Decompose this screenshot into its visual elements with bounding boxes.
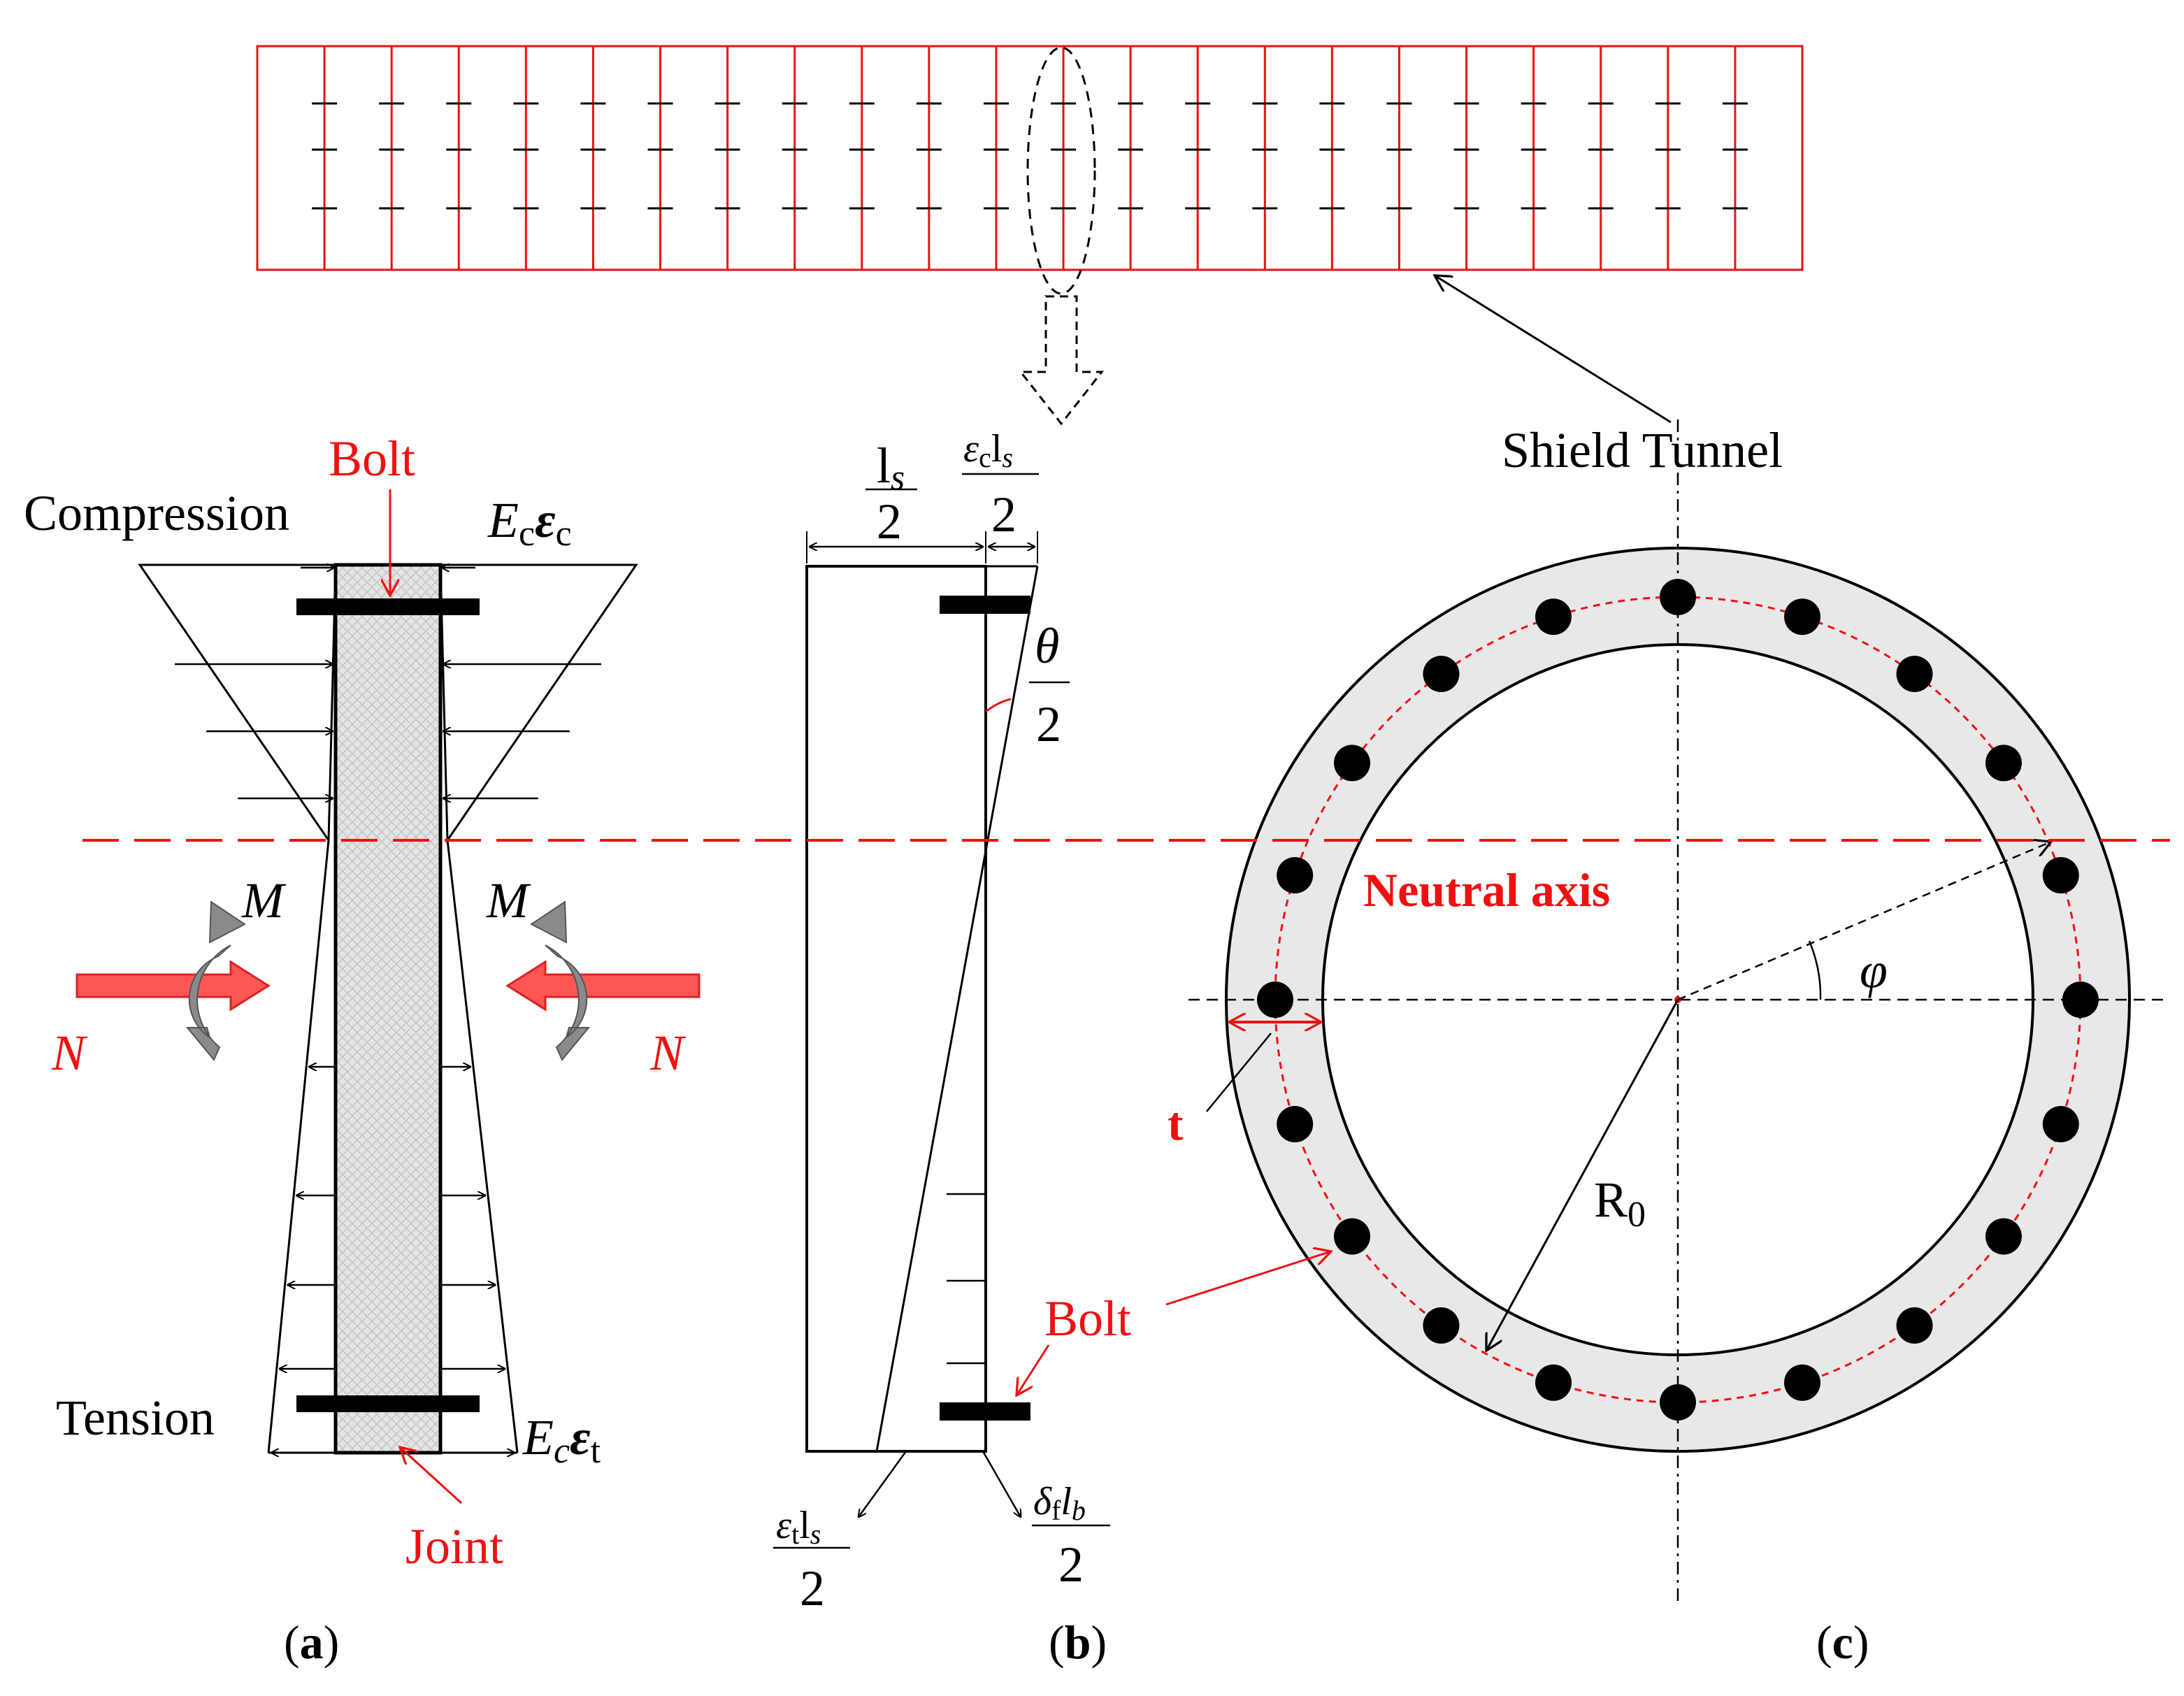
thickness-label: t [1168,1097,1184,1150]
caption-b: (b) [1049,1616,1107,1669]
ring-bolt [1985,1218,2022,1255]
tension-arrows [271,1067,515,1453]
tunnel-joint-ticks [312,102,1748,210]
ring-bolt [1423,656,1460,693]
bolt-label-b: Bolt [1044,1291,1131,1346]
force-arrow-right [505,960,701,1012]
shield-tunnel-strip: Shield Tunnel [256,45,1804,478]
phi-label: φ [1860,942,1888,998]
ecls-den: 2 [991,487,1016,542]
ring-bolt [1257,982,1293,1018]
ls-over-2-den: 2 [877,494,902,549]
thickness-pointer [1206,1033,1272,1112]
compression-arrows [175,664,601,798]
compression-label: Compression [24,485,289,541]
compression-triangle-right [439,563,638,844]
bolt-bottom [296,1395,480,1412]
caption-a: (a) [284,1616,339,1669]
dflb-num: δflb [1033,1480,1086,1526]
ring-bolt [1334,1218,1371,1255]
bolt-pointer-c [1165,1251,1331,1306]
bolt-top-b [940,596,1030,614]
phi-ray [1677,842,2051,1001]
ring-bolt [1423,1307,1460,1344]
joint-pointer [400,1447,463,1504]
moment-label-left: M [241,872,287,928]
ring-bolt [1334,745,1371,782]
moment-arrow-right [545,944,591,1061]
etls-den: 2 [800,1560,825,1616]
radius-label: R0 [1594,1172,1646,1235]
ring-bolt [2042,857,2079,894]
ring-bolt [1535,598,1572,635]
ec-epsc-label: Ecεc [487,492,572,554]
ring-bolt [1783,1364,1820,1401]
force-label-left: N [51,1025,88,1081]
ring-bolt [1783,598,1820,635]
panel-b: ls 2 εcls 2 θ 2 εtls 2 δflb 2 Bolt (b) [773,427,1131,1669]
ring-bolt [1896,1307,1933,1344]
panel-c: φ R0 t Neutral axis (c) [1165,419,2164,1669]
neutral-axis-label: Neutral axis [1363,863,1610,917]
joint-column [333,563,443,1455]
shield-tunnel-label: Shield Tunnel [1502,422,1783,478]
tension-edge-right [446,840,519,1453]
tunnel-segment-dividers [323,46,1737,270]
bolt-label-a: Bolt [329,431,415,487]
ls-over-2-num: ls [877,438,905,498]
theta-num: θ [1035,618,1059,674]
etls-num: εtls [776,1504,821,1550]
panel-a: Bolt Joint Compression Tension Ecεc Ecεt… [24,431,701,1669]
ec-epst-label: Ecεt [522,1409,601,1471]
tunnel-pointer-line [1435,275,1672,424]
phi-arc [1808,940,1822,1000]
joint-label: Joint [405,1518,503,1574]
force-arrow-left [76,960,271,1012]
compression-triangle-left [138,563,337,844]
ring-bolt [1535,1364,1572,1401]
tension-edge-left [267,840,330,1453]
caption-c: (c) [1816,1616,1869,1669]
panel-b-ticks [947,1193,986,1365]
moment-arrow-left [185,944,231,1061]
joint-highlight-ellipse [1026,46,1096,295]
theta-den: 2 [1036,696,1061,752]
bolt-bottom-b [940,1402,1030,1421]
ring-bolt [1277,857,1314,894]
radius-arrow [1486,999,1679,1351]
deformed-face-line [875,566,1039,1452]
tension-label: Tension [56,1390,215,1446]
ring-bolts [1257,579,2099,1421]
theta-arc [985,698,1012,713]
ring-bolt [1896,656,1933,693]
segment-half-rect [805,565,987,1453]
dflb-den: 2 [1058,1537,1084,1593]
ring-bolt [2042,1105,2079,1142]
ring-bolt [1985,745,2022,782]
zoom-down-arrow [1018,295,1105,426]
tunnel-outline [256,45,1804,271]
moment-label-right: M [486,872,531,928]
bolt-pointer-b [1016,1344,1050,1395]
force-label-right: N [649,1025,687,1081]
ecls-num: εcls [963,427,1013,473]
bolt-top [296,598,480,615]
ring-bolt [1277,1105,1314,1142]
